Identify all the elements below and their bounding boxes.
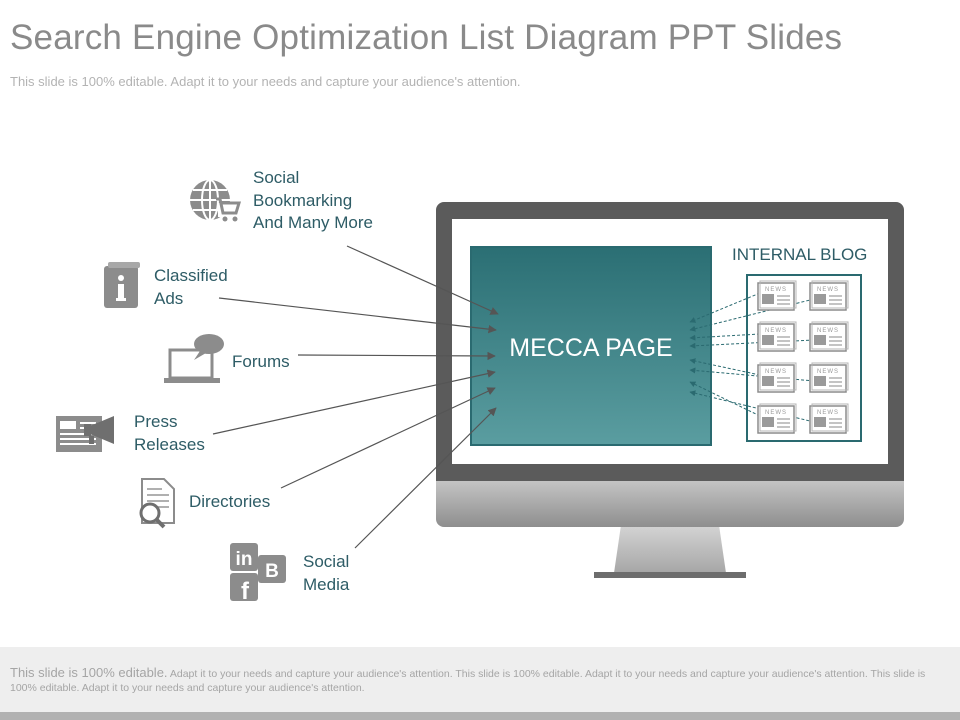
arrow-directories: [280, 387, 496, 489]
news-item: NEWS: [757, 362, 797, 393]
news-item: NEWS: [809, 403, 849, 434]
news-item-label: NEWS: [817, 369, 839, 375]
news-item-label: NEWS: [765, 369, 787, 375]
svg-text:B: B: [265, 561, 279, 582]
monitor-stand: [614, 527, 726, 573]
label-social-bookmarking: Social Bookmarking And Many More: [253, 167, 373, 235]
label-line: Forums: [232, 352, 290, 371]
label-line: Social: [303, 552, 350, 571]
news-item-label: NEWS: [765, 287, 787, 293]
label-line: Bookmarking: [253, 190, 353, 210]
blog-arrow: [689, 390, 815, 423]
svg-text:in: in: [236, 549, 253, 570]
label-press-releases: Press Releases: [134, 411, 205, 456]
slide-subtitle: This slide is 100% editable. Adapt it to…: [10, 74, 521, 89]
monitor-base: [594, 572, 746, 578]
label-line: Media: [303, 574, 350, 594]
news-item: NEWS: [757, 403, 797, 434]
globe-cart-icon: [190, 179, 242, 222]
label-line: Releases: [134, 434, 205, 454]
arrow-classified-ads: [218, 297, 497, 334]
news-item-label: NEWS: [817, 410, 839, 416]
footer-lead: This slide is 100% editable.: [10, 665, 168, 680]
arrow-social-bookmarking: [346, 245, 499, 315]
info-book-icon: [104, 262, 140, 308]
news-item: NEWS: [757, 321, 797, 352]
label-line: Classified: [154, 266, 228, 285]
footer-text: This slide is 100% editable. Adapt it to…: [10, 666, 930, 695]
blog-arrow: [689, 339, 815, 349]
label-classified-ads: Classified Ads: [154, 265, 228, 310]
blog-arrow: [689, 333, 761, 341]
news-item: NEWS: [809, 362, 849, 393]
news-item-label: NEWS: [817, 287, 839, 293]
slide-title: Search Engine Optimization List Diagram …: [10, 18, 843, 57]
news-item-label: NEWS: [765, 410, 787, 416]
news-item: NEWS: [809, 321, 849, 352]
internal-blog-title: INTERNAL BLOG: [732, 245, 868, 264]
news-item-label: NEWS: [765, 328, 787, 334]
blog-arrow: [689, 358, 761, 376]
monitor-chin: [436, 481, 904, 527]
arrow-press-releases: [212, 369, 496, 435]
blog-arrow: [689, 381, 761, 417]
label-line: Directories: [189, 492, 271, 511]
news-item: NEWS: [757, 280, 797, 311]
footer-body: Adapt it to your needs and capture your …: [10, 668, 926, 694]
arrow-forums: [297, 351, 496, 361]
label-line: And Many More: [253, 213, 373, 232]
laptop-chat-icon: [164, 334, 224, 383]
news-item: NEWS: [809, 280, 849, 311]
label-line: Ads: [154, 288, 184, 308]
label-social-media: Social Media: [303, 551, 349, 596]
svg-text:f: f: [241, 578, 250, 603]
footer-panel: [0, 647, 960, 713]
news-item-label: NEWS: [817, 328, 839, 334]
social-logos-icon: in B f: [230, 543, 286, 603]
blog-arrow: [689, 292, 761, 323]
newspaper-megaphone-icon: [56, 416, 114, 452]
mecca-page-label: MECCA PAGE: [509, 334, 673, 362]
mecca-page-box: MECCA PAGE: [470, 246, 712, 446]
label-forums: Forums: [232, 351, 290, 374]
arrow-social-media: [354, 407, 497, 549]
label-line: Social: [253, 168, 300, 187]
document-search-icon: [139, 478, 175, 529]
label-directories: Directories: [189, 491, 270, 514]
blog-arrow: [689, 367, 815, 382]
label-line: Press: [134, 412, 178, 431]
bottom-bar: [0, 712, 960, 720]
